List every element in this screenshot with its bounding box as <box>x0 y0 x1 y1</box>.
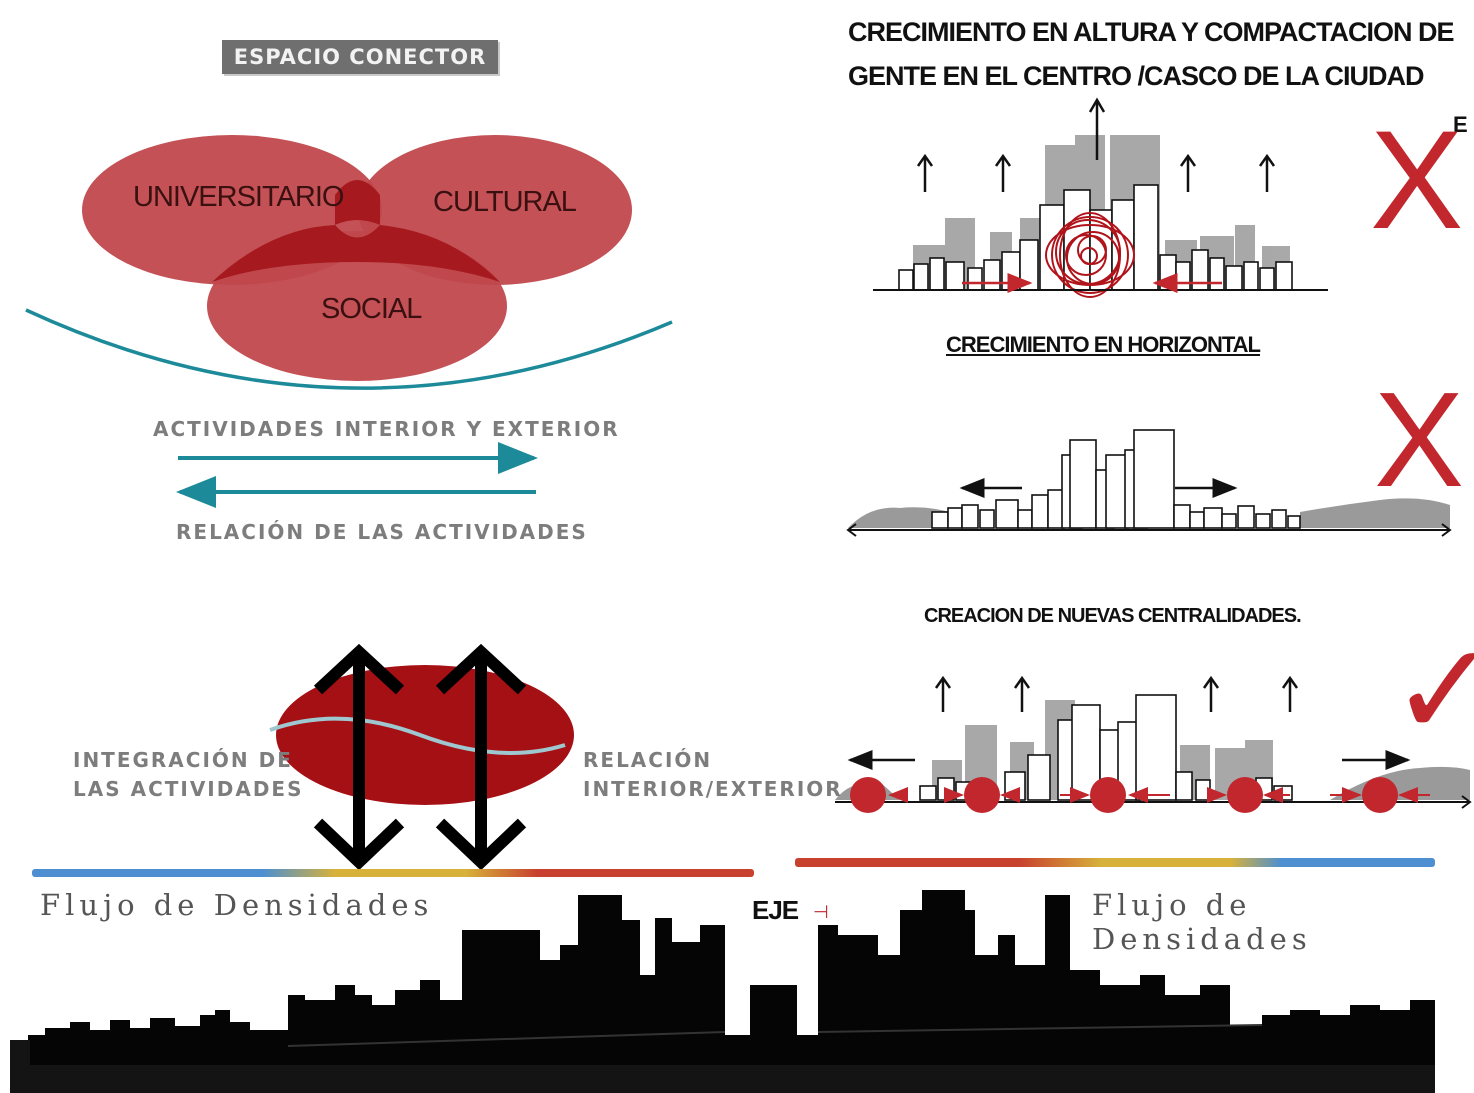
axis-marker-icon: ⊣ <box>813 902 829 922</box>
vertical-growth-title: CRECIMIENTO EN ALTURA Y COMPACTACION DE … <box>848 10 1455 98</box>
ground-strip <box>10 1065 1435 1093</box>
vertical-growth-diagram <box>873 97 1328 298</box>
integration-ellipse <box>269 665 574 805</box>
horizontal-growth-diagram <box>846 429 1452 537</box>
axis-label: EJE <box>752 895 799 925</box>
vertical-double-arrows <box>313 643 527 871</box>
reject-mark-vertical: X <box>1370 101 1464 258</box>
activities-relation-label: RELACIÓN DE LAS ACTIVIDADES <box>176 520 588 544</box>
relation-label-line1: RELACIÓN <box>583 748 713 772</box>
skyline-ground-line <box>287 1031 726 1047</box>
new-centers-title: CREACION DE NUEVAS CENTRALIDADES. <box>924 605 1302 627</box>
venn-overlap-lower <box>212 225 500 282</box>
circle-social <box>207 231 507 381</box>
ground-strip-left <box>10 1040 30 1093</box>
label-cultural: CULTURAL <box>433 186 577 218</box>
activities-interior-exterior-label: ACTIVIDADES INTERIOR Y EXTERIOR <box>153 417 620 441</box>
relation-label-line2: INTERIOR/EXTERIOR <box>583 777 843 801</box>
integration-label-line2: LAS ACTIVIDADES <box>73 777 304 801</box>
black-skyline <box>28 890 1435 1065</box>
label-universitario: UNIVERSITARIO <box>133 181 344 213</box>
integration-label: INTEGRACIÓN DE LAS ACTIVIDADES <box>73 746 304 804</box>
venn-overlap <box>335 180 380 225</box>
horizontal-growth-title: CRECIMIENTO EN HORIZONTAL <box>946 332 1261 357</box>
venn-diagram <box>82 135 632 381</box>
connector-title: ESPACIO CONECTOR <box>222 40 498 74</box>
label-social: SOCIAL <box>321 293 422 325</box>
vertical-growth-title-line2: GENTE EN EL CENTRO /CASCO DE LA CIUDAD <box>848 61 1425 91</box>
density-band-right <box>795 858 1435 867</box>
approve-mark-new-centers: ✓ <box>1390 614 1474 766</box>
relation-label: RELACIÓN INTERIOR/EXTERIOR <box>583 746 843 804</box>
skyline-ground-line-right <box>817 1024 1263 1033</box>
reject-mark-horizontal: X <box>1374 364 1465 515</box>
vertical-growth-title-line1: CRECIMIENTO EN ALTURA Y COMPACTACION DE <box>848 17 1455 47</box>
new-centers-diagram <box>835 675 1472 813</box>
integration-label-line1: INTEGRACIÓN DE <box>73 748 293 772</box>
teal-arc <box>25 308 673 390</box>
corner-letter: E <box>1453 112 1468 137</box>
density-flow-right-label: Flujo de Densidades <box>1092 888 1312 956</box>
density-band-left <box>32 869 754 877</box>
density-flow-left-label: Flujo de Densidades <box>40 888 434 922</box>
